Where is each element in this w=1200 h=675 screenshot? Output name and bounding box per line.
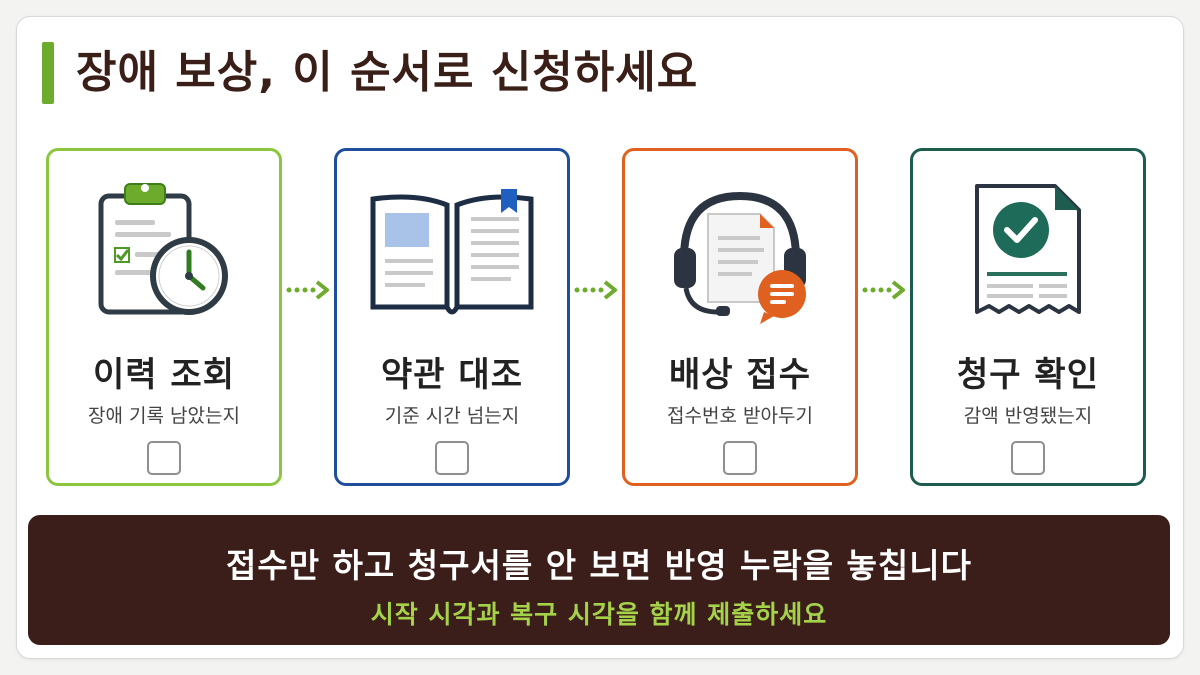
step-description: 감액 반영됐는지 xyxy=(963,405,1093,427)
step-checkbox[interactable] xyxy=(435,441,469,475)
step-description: 기준 시간 넘는지 xyxy=(384,405,520,427)
step-card-history: 이력 조회 장애 기록 남았는지 xyxy=(46,148,282,486)
step-card-bill-check: 청구 확인 감액 반영됐는지 xyxy=(910,148,1146,486)
open-book-icon xyxy=(337,173,567,333)
step-heading: 배상 접수 xyxy=(669,355,811,395)
step-heading: 청구 확인 xyxy=(957,355,1099,395)
headset-document-icon xyxy=(625,173,855,333)
step-card-terms: 약관 대조 기준 시간 넘는지 xyxy=(334,148,570,486)
step-description: 장애 기록 남았는지 xyxy=(88,405,240,427)
arrow-right-icon xyxy=(862,280,905,300)
step-checkbox[interactable] xyxy=(1011,441,1045,475)
clipboard-clock-icon xyxy=(49,173,279,333)
arrow-right-icon xyxy=(286,280,329,300)
step-heading: 이력 조회 xyxy=(93,355,235,395)
title-accent-bar xyxy=(42,42,54,104)
page-title: 장애 보상, 이 순서로 신청하세요 xyxy=(76,47,699,98)
step-checkbox[interactable] xyxy=(147,441,181,475)
receipt-check-icon xyxy=(913,173,1143,333)
step-checkbox[interactable] xyxy=(723,441,757,475)
warning-banner: 접수만 하고 청구서를 안 보면 반영 누락을 놓칩니다 시작 시각과 복구 시… xyxy=(28,515,1170,645)
banner-tip-text: 시작 시각과 복구 시각을 함께 제출하세요 xyxy=(370,600,828,629)
step-card-claim: 배상 접수 접수번호 받아두기 xyxy=(622,148,858,486)
step-description: 접수번호 받아두기 xyxy=(667,405,813,427)
arrow-right-icon xyxy=(574,280,617,300)
banner-warning-text: 접수만 하고 청구서를 안 보면 반영 누락을 놓칩니다 xyxy=(226,546,972,585)
step-heading: 약관 대조 xyxy=(381,355,523,395)
